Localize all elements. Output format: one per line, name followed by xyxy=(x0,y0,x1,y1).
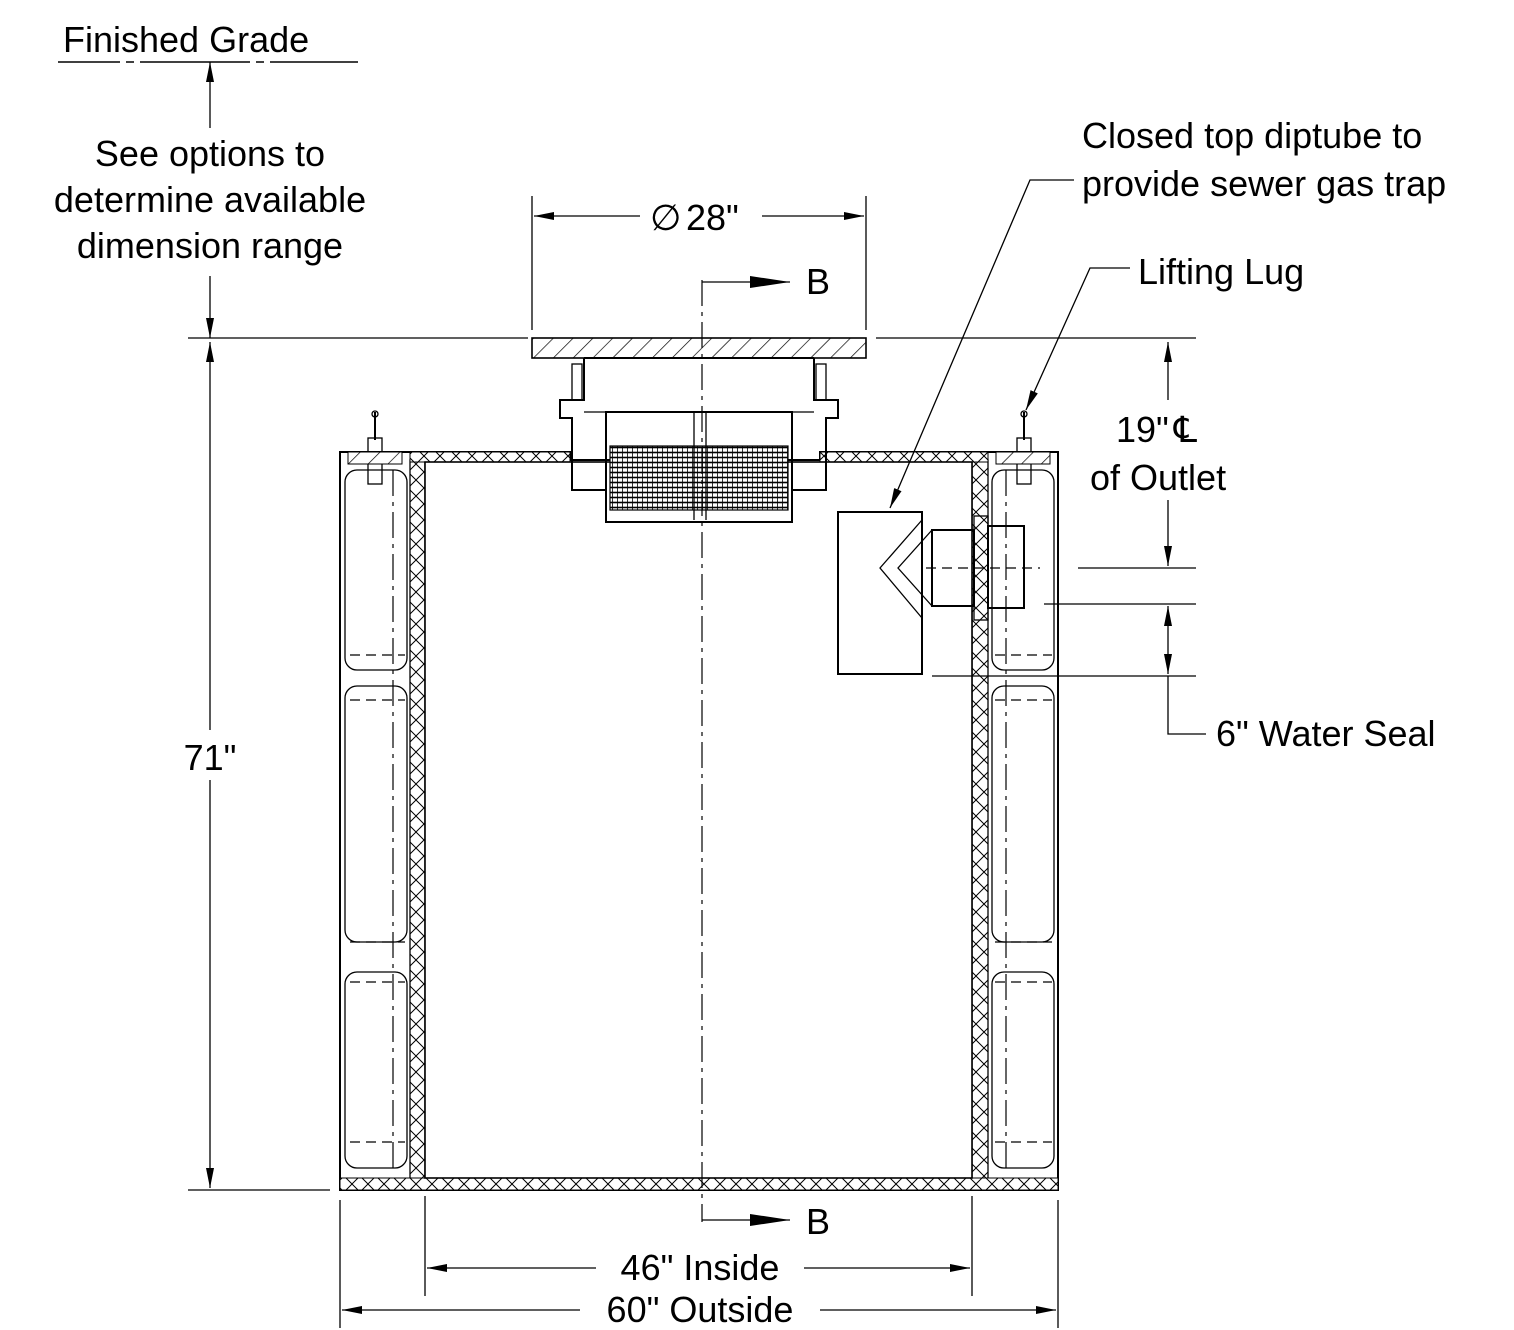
options-note-line3: dimension range xyxy=(77,225,343,266)
diptube-note-line2: provide sewer gas trap xyxy=(1082,163,1446,204)
outlet-dimension-value: 19" xyxy=(1116,409,1169,450)
lifting-lug-left xyxy=(347,410,403,485)
lifting-lug-label: Lifting Lug xyxy=(1138,251,1304,292)
diameter-label: 28" xyxy=(686,197,739,238)
diptube-note-line1: Closed top diptube to xyxy=(1082,115,1422,156)
outlet-dimension-caption: of Outlet xyxy=(1090,457,1226,498)
cover-assembly xyxy=(531,337,867,523)
finished-grade-label: Finished Grade xyxy=(63,19,309,60)
centerline-symbol: ℄ xyxy=(1173,409,1197,450)
options-note-line1: See options to xyxy=(95,133,325,174)
left-rib-pockets xyxy=(344,469,408,1169)
outside-width-label: 60" Outside xyxy=(607,1289,794,1330)
diptube-leader xyxy=(889,179,1074,509)
inside-width-label: 46" Inside xyxy=(621,1247,780,1288)
right-rib-pockets xyxy=(991,469,1055,1169)
tank-body xyxy=(339,451,1059,1191)
diameter-symbol: ∅ xyxy=(650,197,681,238)
outlet-assembly xyxy=(837,511,1040,675)
water-seal-label: 6" Water Seal xyxy=(1216,713,1436,754)
options-note-line2: determine available xyxy=(54,179,366,220)
lifting-lug-right xyxy=(995,410,1051,485)
lifting-lug-leader xyxy=(1025,267,1130,411)
section-label-bottom: B xyxy=(806,1201,830,1242)
section-label-top: B xyxy=(806,261,830,302)
height-label: 71" xyxy=(184,737,237,778)
section-line-b xyxy=(701,276,790,1226)
